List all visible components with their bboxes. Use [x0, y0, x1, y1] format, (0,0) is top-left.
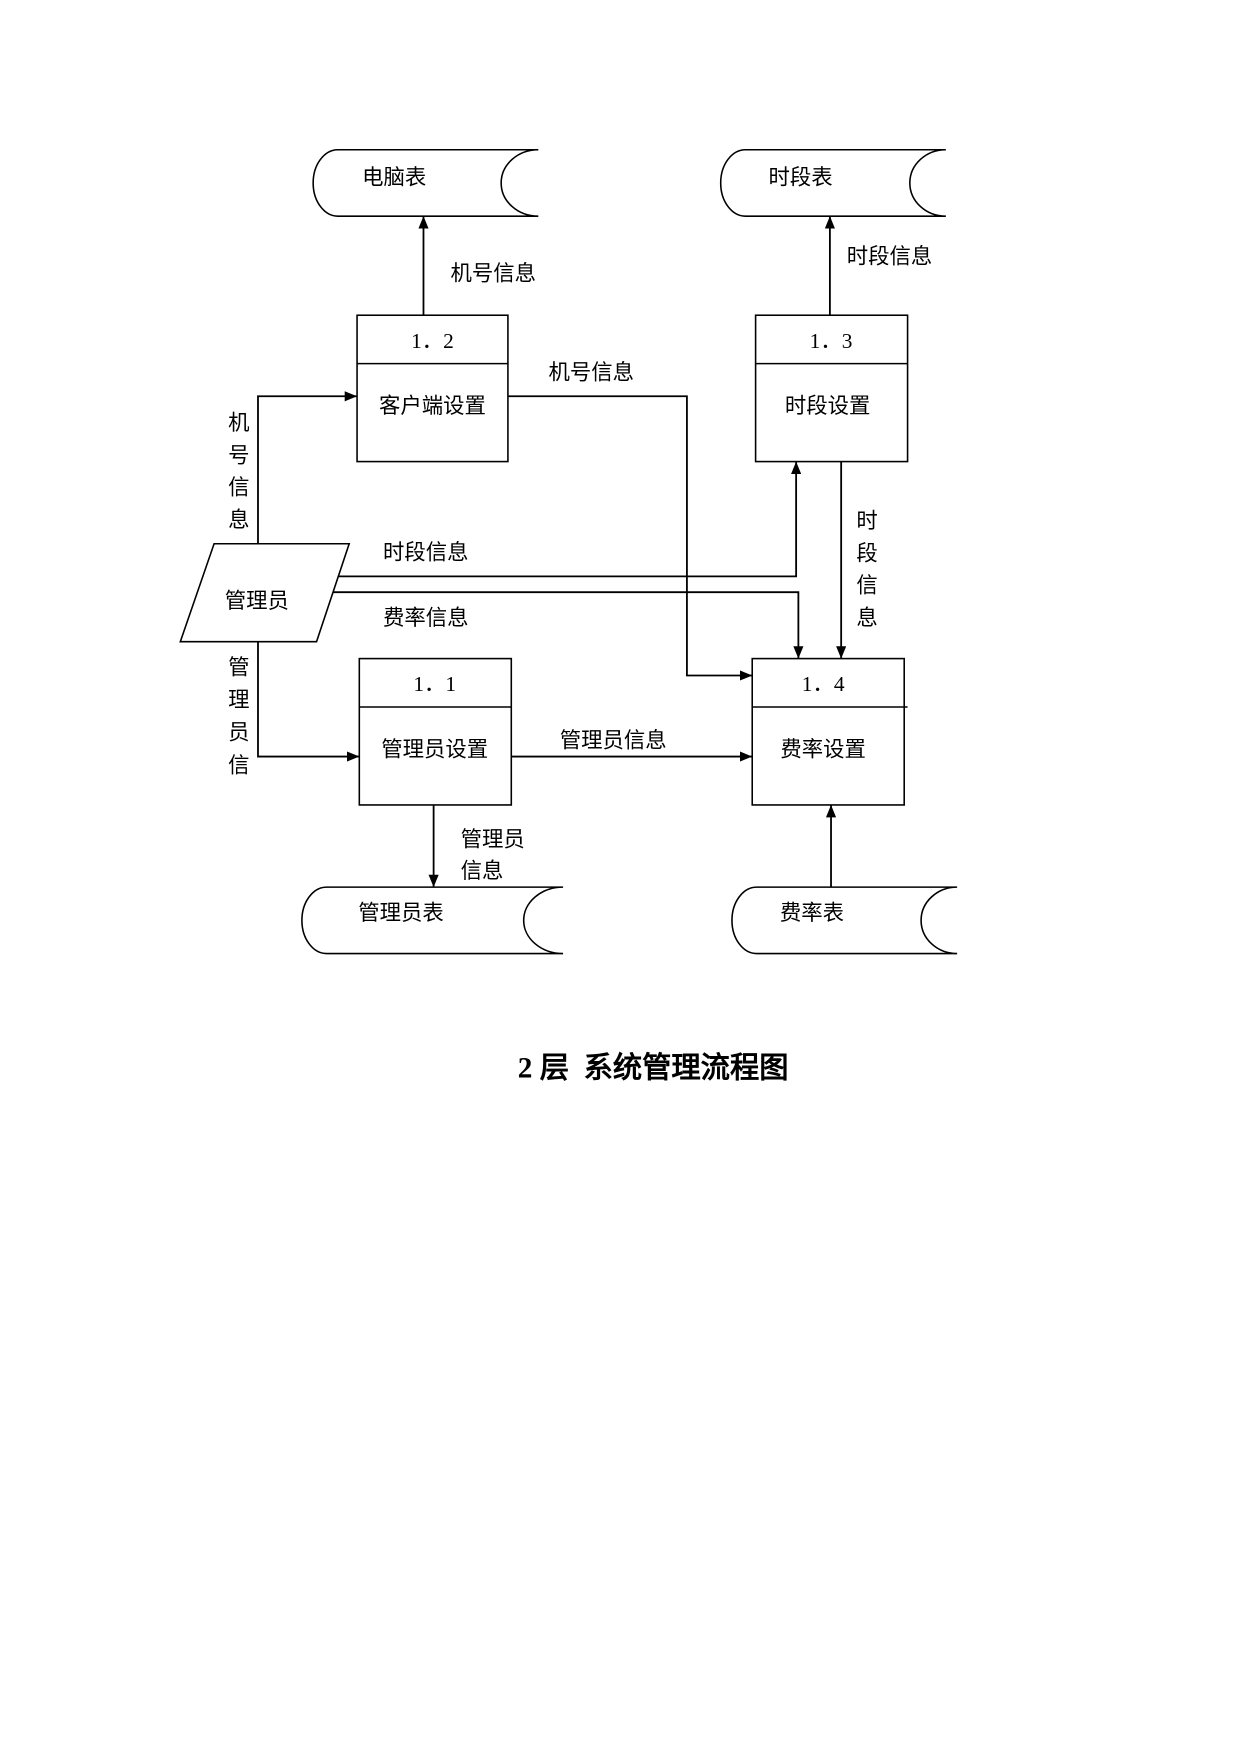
data-store-shape	[312, 148, 539, 217]
flow-label-admin-to-1-4: 费率信息	[383, 606, 468, 630]
process-number: 1．3	[810, 329, 853, 353]
process-1-3: 1．3 时段设置	[754, 314, 909, 463]
process-number: 1．1	[413, 672, 456, 696]
process-number: 1．4	[802, 672, 845, 696]
flow-label-admin-to-1-3: 时段信息	[383, 541, 468, 565]
process-1-4: 1．4 费率设置	[751, 657, 908, 806]
flow-label-1-1-to-admin-table-line-1: 管理员	[461, 828, 525, 852]
flow-label-1-1-to-1-4: 管理员信息	[560, 729, 667, 753]
data-store-shape	[719, 148, 946, 217]
flow-label-admin-to-1-1: 管理员信	[228, 655, 249, 777]
data-store-rate-table: 费率表	[731, 886, 958, 955]
data-store-label: 电脑表	[362, 166, 426, 190]
data-store-label: 时段表	[769, 166, 833, 190]
data-store-admin-table: 管理员表	[301, 886, 564, 955]
flow-label-1-3-to-period-table: 时段信息	[847, 244, 933, 268]
flow-arrow-admin-to-1-4	[333, 591, 804, 659]
process-1-1: 1．1 管理员设置	[358, 657, 513, 806]
process-label: 费率设置	[780, 738, 866, 762]
data-store-period-table: 时段表	[719, 148, 946, 217]
data-store-label: 费率表	[780, 901, 844, 925]
process-box	[358, 657, 513, 806]
diagram-caption: 2 层 系统管理流程图	[518, 1050, 789, 1084]
process-number: 1．2	[411, 329, 454, 353]
data-store-shape	[731, 886, 958, 955]
data-store-label: 管理员表	[358, 901, 444, 925]
data-store-computer-table: 电脑表	[312, 148, 539, 217]
flow-arrow-admin-to-1-2	[257, 391, 358, 544]
flow-label-1-2-to-computer-table: 机号信息	[451, 261, 537, 285]
actor-parallelogram	[179, 542, 351, 643]
process-box	[356, 314, 509, 463]
actor-admin: 管理员	[179, 542, 351, 643]
flow-arrow-admin-to-1-3	[337, 461, 802, 578]
data-store-shape	[301, 886, 564, 955]
flow-label-1-3-to-1-4: 时段信息	[856, 509, 877, 630]
flow-label-1-1-to-admin-table-line-2: 信息	[461, 859, 504, 883]
process-box	[751, 657, 905, 806]
flow-arrow-admin-to-1-1	[257, 641, 360, 762]
flow-arrow-1-2-to-1-4	[507, 395, 753, 681]
process-label: 时段设置	[785, 394, 871, 418]
process-1-2: 1．2 客户端设置	[356, 314, 509, 463]
process-label: 客户端设置	[379, 394, 486, 418]
flow-label-admin-to-1-2: 机号信息	[228, 411, 249, 532]
actor-label: 管理员	[225, 589, 289, 613]
flow-label-1-2-to-1-4: 机号信息	[548, 360, 634, 384]
process-label: 管理员设置	[381, 738, 488, 762]
process-box	[754, 314, 909, 463]
